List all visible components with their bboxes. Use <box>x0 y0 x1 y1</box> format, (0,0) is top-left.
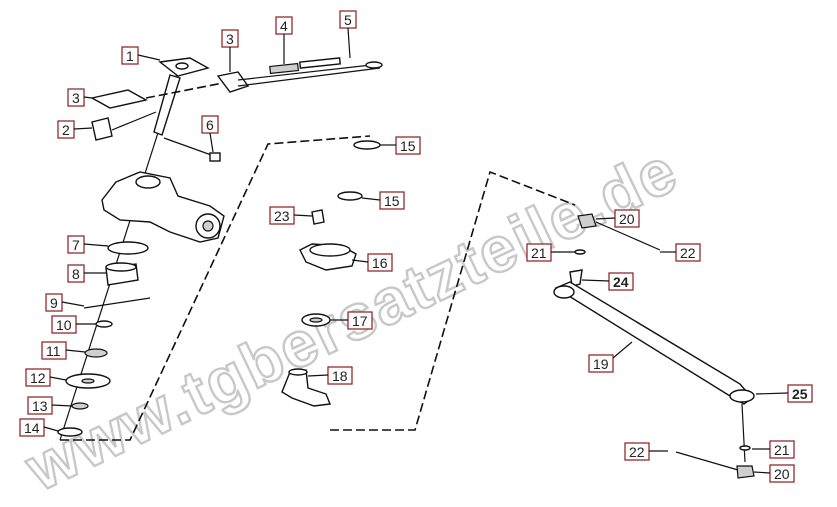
callout-24: 24 <box>581 272 634 291</box>
svg-text:7: 7 <box>72 237 80 253</box>
svg-text:12: 12 <box>30 370 46 386</box>
callout-22a: 22 <box>660 243 701 262</box>
part-3-plate <box>90 89 148 109</box>
callout-6: 6 <box>201 115 219 153</box>
upper-rods <box>216 57 383 93</box>
svg-text:19: 19 <box>593 356 609 372</box>
svg-text:1: 1 <box>126 48 134 64</box>
svg-text:22: 22 <box>680 245 696 261</box>
svg-text:22: 22 <box>629 444 645 460</box>
callout-2: 2 <box>57 120 93 139</box>
svg-text:18: 18 <box>332 368 348 384</box>
svg-text:3: 3 <box>72 90 80 106</box>
svg-text:15: 15 <box>400 138 416 154</box>
callout-7: 7 <box>67 235 109 254</box>
svg-text:13: 13 <box>32 398 48 414</box>
svg-text:17: 17 <box>352 313 368 329</box>
callout-3b: 3 <box>67 88 93 107</box>
svg-text:25: 25 <box>792 386 808 402</box>
callout-5: 5 <box>339 10 357 59</box>
callout-15b: 15 <box>361 191 405 210</box>
callout-16: 16 <box>351 253 393 272</box>
svg-text:24: 24 <box>613 274 629 290</box>
part-14-ring <box>57 427 83 437</box>
part-20-nut-bottom <box>736 465 755 479</box>
part-18-arm <box>281 369 331 407</box>
tie-rod-group <box>553 213 755 479</box>
svg-text:3: 3 <box>226 31 234 47</box>
part-15-washer-top <box>353 140 381 150</box>
callout-20b: 20 <box>753 464 795 483</box>
callout-19: 19 <box>588 341 633 373</box>
svg-text:21: 21 <box>774 442 790 458</box>
part-13-nut <box>71 402 89 410</box>
part-3-clamp <box>216 71 250 93</box>
svg-text:21: 21 <box>531 245 547 261</box>
svg-text:15: 15 <box>384 193 400 209</box>
callout-1: 1 <box>121 46 161 65</box>
callout-23: 23 <box>269 206 313 225</box>
callout-10: 10 <box>51 315 96 334</box>
part-21-washer-bottom <box>739 445 751 451</box>
svg-text:16: 16 <box>372 255 388 271</box>
callout-18: 18 <box>307 366 353 385</box>
callout-17: 17 <box>330 311 373 330</box>
steering-column-group <box>57 57 229 441</box>
part-15-washer-bottom <box>337 191 363 201</box>
part-21-washer-top <box>574 249 586 255</box>
svg-text:4: 4 <box>280 18 288 34</box>
part-19-tie-rod <box>554 281 754 405</box>
steering-gearbox <box>101 171 225 243</box>
part-4-sleeve <box>269 62 300 75</box>
svg-text:20: 20 <box>774 466 790 482</box>
part-23-bolt <box>311 209 325 225</box>
svg-text:8: 8 <box>72 266 80 282</box>
callout-3a: 3 <box>221 29 239 72</box>
callout-11: 11 <box>41 341 86 360</box>
part-7-ring <box>107 241 149 255</box>
callout-4: 4 <box>275 16 293 64</box>
callout-21a: 21 <box>526 243 575 262</box>
callout-20a: 20 <box>595 209 640 228</box>
callout-13: 13 <box>27 396 73 415</box>
part-9-pin <box>83 297 151 309</box>
callout-12: 12 <box>25 368 67 387</box>
svg-text:23: 23 <box>274 208 290 224</box>
svg-text:6: 6 <box>206 117 214 133</box>
part-20-nut-top <box>577 213 597 229</box>
middle-group <box>281 140 381 407</box>
svg-text:11: 11 <box>46 343 61 359</box>
part-24-ball-joint <box>569 269 583 287</box>
svg-text:20: 20 <box>619 211 635 227</box>
svg-text:5: 5 <box>344 12 352 28</box>
callout-8: 8 <box>67 264 106 283</box>
svg-text:14: 14 <box>24 420 40 436</box>
svg-text:2: 2 <box>62 122 70 138</box>
part-10-washer <box>95 320 113 328</box>
callout-25: 25 <box>755 384 813 403</box>
callout-15a: 15 <box>380 136 421 155</box>
callout-22b: 22 <box>624 442 668 461</box>
part-2-bushing <box>91 117 113 141</box>
svg-text:10: 10 <box>56 317 72 333</box>
callout-14: 14 <box>19 418 59 437</box>
part-11-nut <box>84 348 108 358</box>
svg-text:9: 9 <box>50 295 58 311</box>
callout-21b: 21 <box>752 440 795 459</box>
callout-9: 9 <box>45 293 85 312</box>
